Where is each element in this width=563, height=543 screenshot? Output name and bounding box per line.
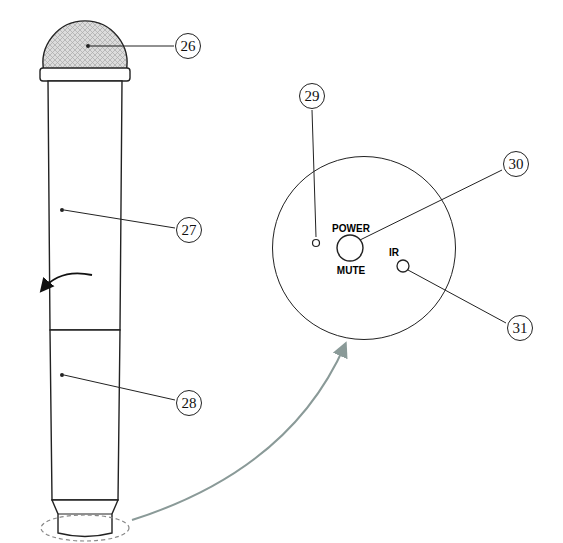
callout-number: 28 xyxy=(176,390,202,416)
button-label: MUTE xyxy=(337,266,365,276)
callout-number: 26 xyxy=(175,33,201,59)
button-label: IR xyxy=(389,248,399,258)
button-label: POWER xyxy=(332,224,370,234)
callout-number: 27 xyxy=(176,217,202,243)
callout-number: 31 xyxy=(507,315,533,341)
callout-number: 29 xyxy=(299,83,325,109)
detail-inset-circle: POWER MUTE IR xyxy=(272,156,456,340)
callout-number: 30 xyxy=(503,151,529,177)
